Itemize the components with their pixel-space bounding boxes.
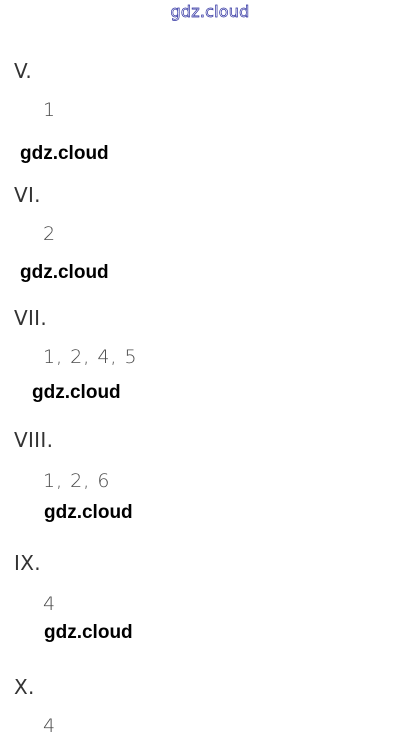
- task-answer: 2: [43, 223, 57, 245]
- task-answer: 1: [43, 99, 57, 121]
- task-numeral: IX.: [14, 551, 41, 575]
- task-numeral: V.: [14, 59, 33, 83]
- site-watermark: gdz.cloud: [20, 262, 109, 283]
- task-answer: 4: [43, 715, 57, 737]
- task-section-v: V. 1: [0, 59, 420, 179]
- task-numeral: VII.: [14, 306, 48, 330]
- task-answer: 4: [43, 593, 57, 615]
- task-section-vi: VI. 2: [0, 183, 420, 303]
- site-watermark: gdz.cloud: [32, 382, 121, 403]
- task-answer: 1, 2, 6: [43, 470, 111, 492]
- task-numeral: X.: [14, 675, 35, 699]
- site-watermark: gdz.cloud: [44, 502, 133, 523]
- task-section-x: X. 4: [0, 675, 420, 747]
- site-watermark: gdz.cloud: [44, 622, 133, 643]
- task-numeral: VI.: [14, 183, 41, 207]
- site-watermark-top: gdz.cloud: [170, 2, 250, 22]
- task-section-vii: VII. 1, 2, 4, 5: [0, 306, 420, 426]
- task-section-viii: VIII. 1, 2, 6: [0, 428, 420, 548]
- task-section-ix: IX. 4: [0, 551, 420, 671]
- task-numeral: VIII.: [14, 428, 54, 452]
- task-answer: 1, 2, 4, 5: [43, 346, 138, 368]
- site-watermark: gdz.cloud: [20, 143, 109, 164]
